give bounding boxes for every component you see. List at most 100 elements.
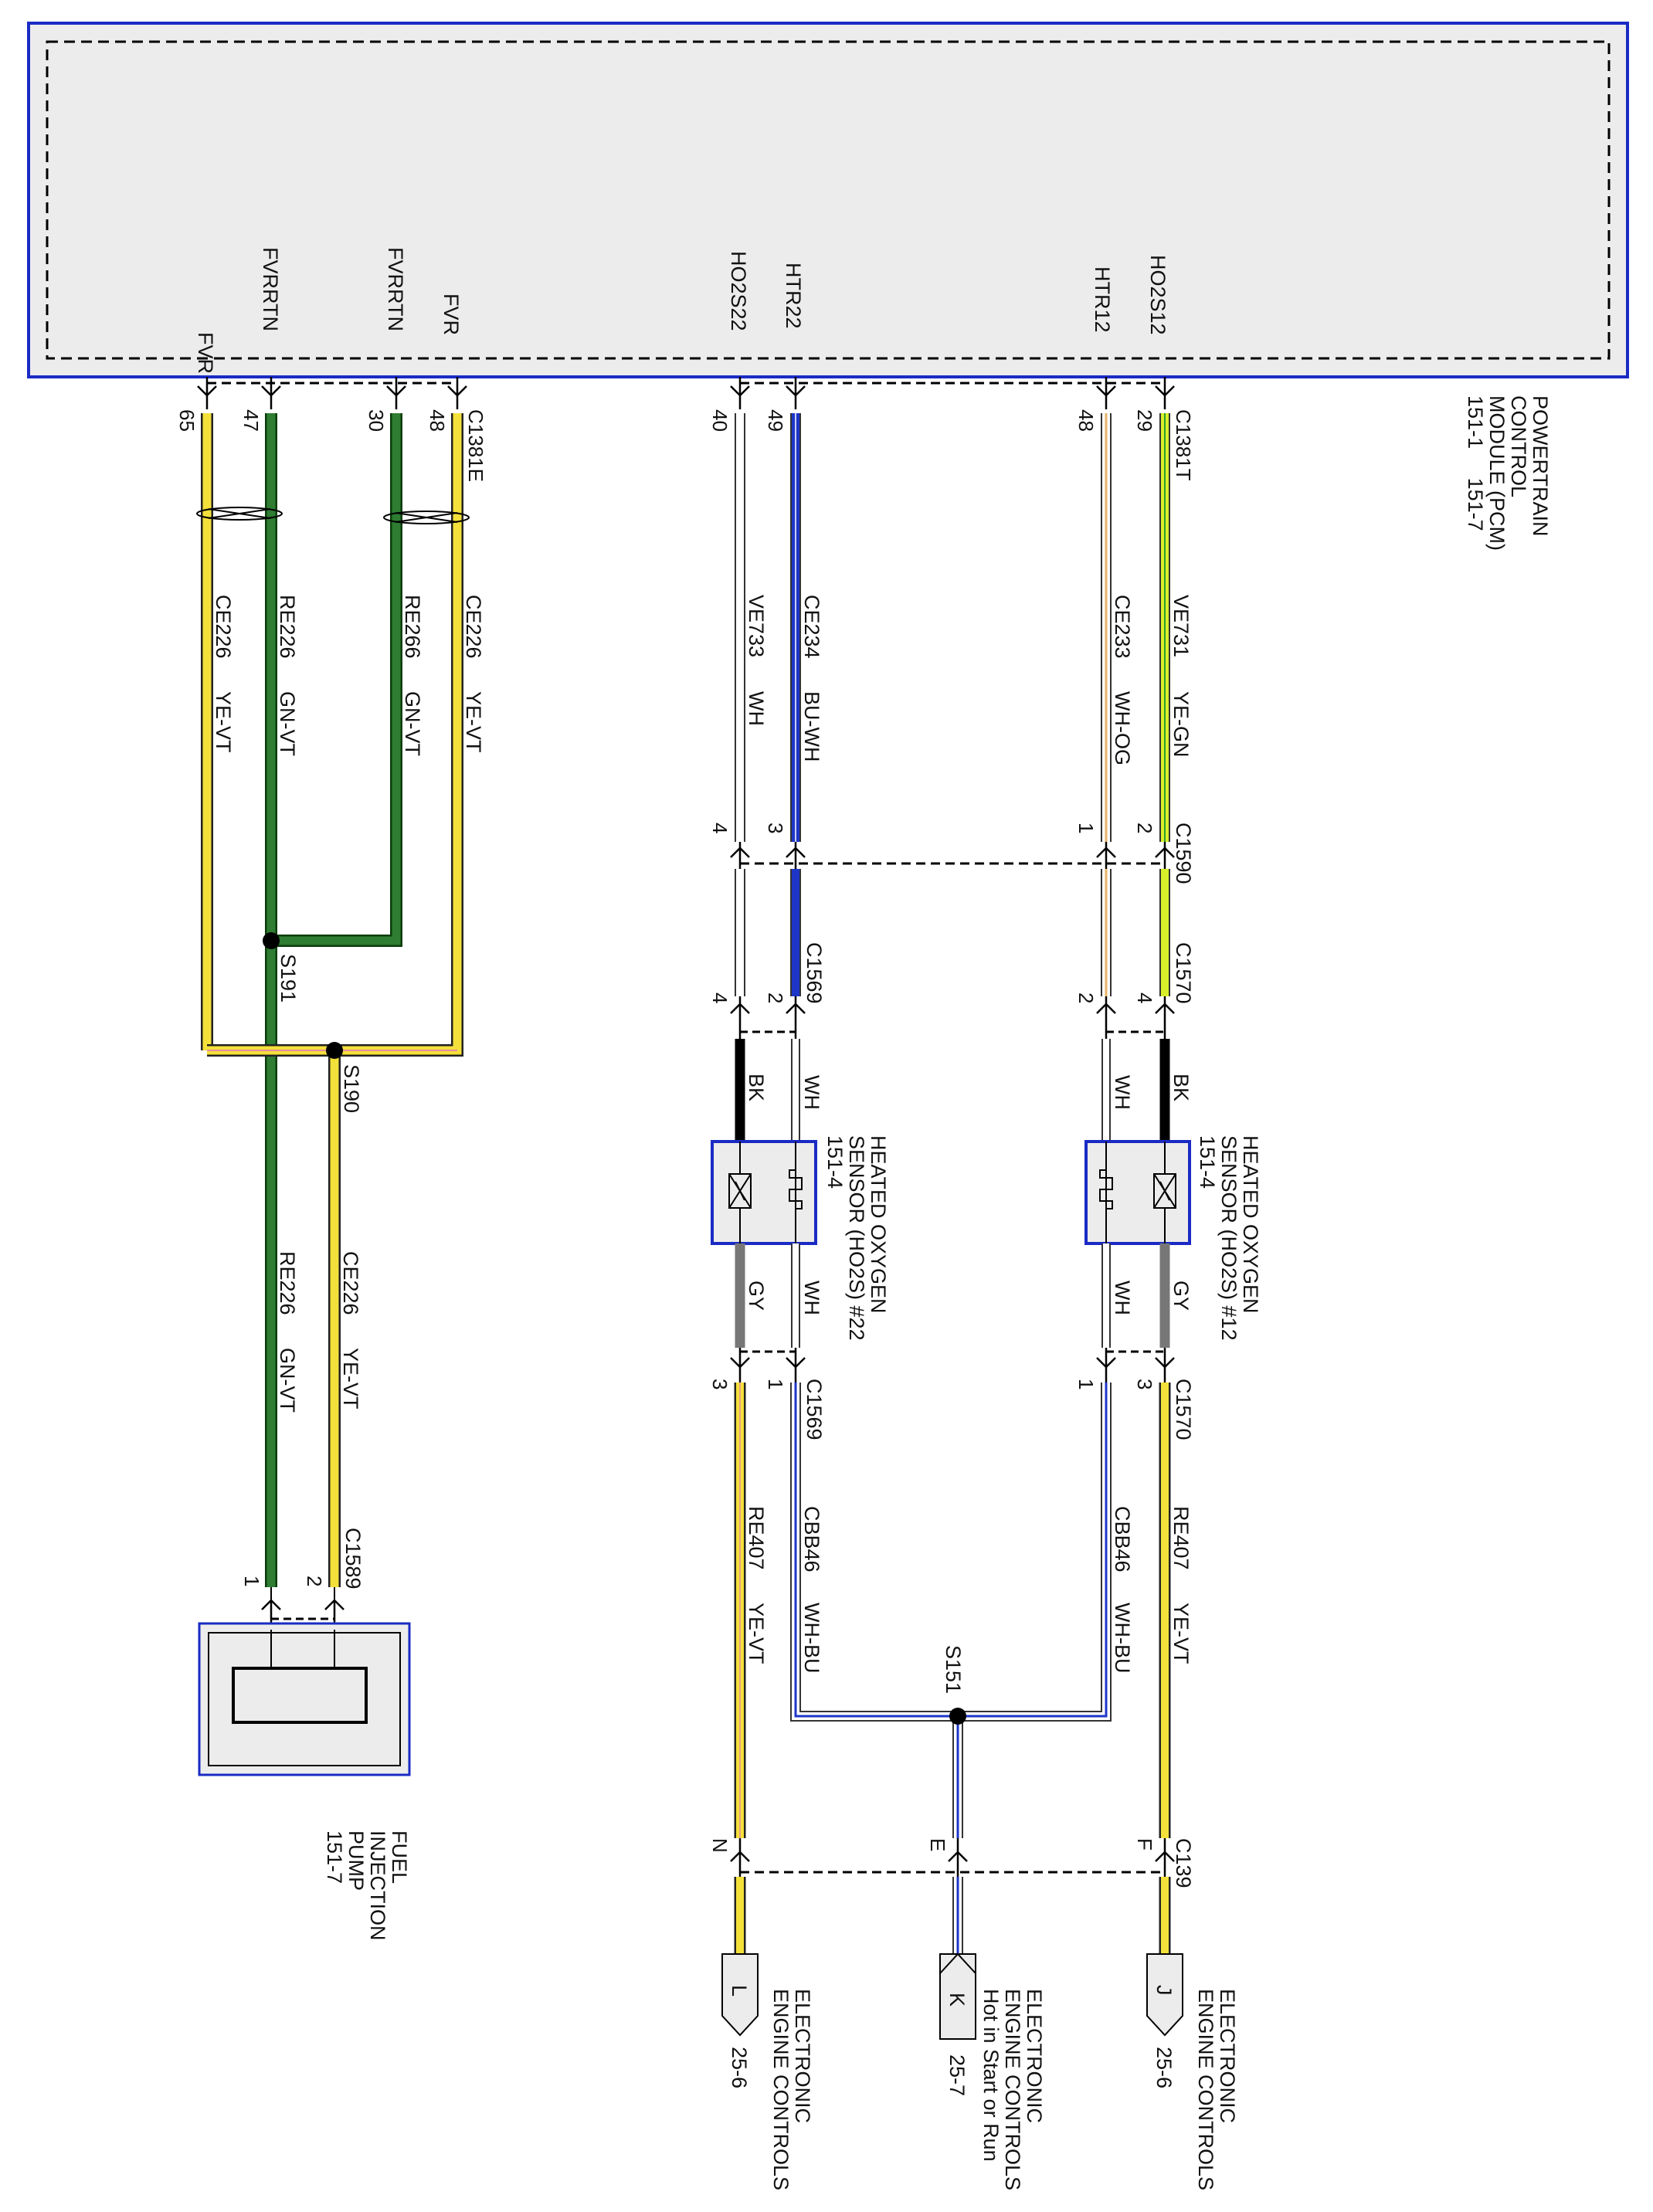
ho2s12-title-line-3: 151-4 [1196,1135,1219,1189]
wire-circuit-pump-fvr: CE226 [339,1251,362,1315]
ref-k-line-2: ENGINE CONTROLS [1001,1989,1024,2190]
connector-c139-group: N E F C139 [708,1838,1195,1954]
pcm-pin-numbers: 65 47 30 48 40 49 48 29 C1381E C1381T [175,409,1195,482]
pcm-module [27,22,1629,385]
connector-c1589: C1589 [341,1528,365,1589]
sensor-wires-top [735,413,1170,996]
left-wire-labels: CE226 YE-VT RE226 GN-VT RE266 GN-VT CE22… [212,595,485,1413]
pin-name-htr22: HTR22 [782,263,805,329]
wire-color-ho2s12: YE-GN [1169,691,1193,758]
connector-c1381e: C1381E [464,409,487,482]
ref-k: K 25-7 ELECTRONIC ENGINE CONTROLS Hot in… [939,1952,1046,2190]
sensor12-wh-bottom-label: WH [1111,1281,1134,1315]
pin-name-fvrrtn-2: FVRRTN [384,247,407,331]
pin-number-47: 47 [239,409,263,432]
sensor22-gy-label: GY [745,1281,768,1311]
wire-circuit-ho2s12: VE731 [1169,595,1193,657]
sensor22-wh-top-label: WH [800,1075,823,1110]
splice-s190 [326,1042,343,1059]
splice-s151 [949,1708,966,1725]
splice-s191-label: S191 [277,954,300,1003]
sensor-pigtails-top: BK WH WH BK [735,1039,1193,1142]
wire-color-left-pwr: WH-BU [800,1603,823,1673]
wire-circuit-fvrrtn2: RE266 [401,595,424,659]
lower-wires [734,1382,1171,1838]
ho2s22-title-line-2: SENSOR (HO2S) #22 [845,1135,868,1341]
sensor12-bk-label: BK [1169,1074,1193,1101]
pin-number-48-right: 48 [1074,409,1098,432]
wire-color-pump-rtn: GN-VT [276,1348,299,1413]
pcm-title-line-4: 151-1 151-7 [1464,395,1487,531]
wire-color-htr12: WH-OG [1111,691,1134,765]
ho2s12-title: HEATED OXYGEN SENSOR (HO2S) #12 151-4 [1196,1135,1262,1341]
wire-circuit-left-sig: RE407 [745,1506,768,1570]
c1569-top-pin-4: 4 [708,992,731,1003]
c1569-top-pin-2: 2 [764,992,787,1003]
wire-circuit-htr22: CE234 [800,595,823,659]
connector-c1569-top: C1569 [803,942,826,1004]
wire-circuit-ho2s22: VE733 [745,595,768,657]
pin-name-ho2s12: HO2S12 [1146,255,1169,335]
pcm-pin-arrows [197,377,1175,409]
c1569-bottom-pin-1: 1 [764,1379,787,1389]
sensor12-wh-top-label: WH [1111,1075,1134,1110]
wire-color-htr22: BU-WH [800,691,823,762]
connector-c1590: C1590 [1172,823,1195,884]
wire-color-ho2s22: WH [745,691,768,726]
ref-j-line-1: ELECTRONIC [1216,1989,1239,2123]
ref-l-page: 25-6 [728,2047,751,2088]
wire-circuit-pump-rtn: RE226 [276,1251,299,1315]
ho2s22-sensor [711,1140,817,1245]
ref-j-line-2: ENGINE CONTROLS [1194,1989,1217,2190]
pump-title-line-1: FUEL [388,1830,411,1884]
wire-color-right-pwr: WH-BU [1111,1603,1134,1673]
c139-pin-f: F [1133,1838,1156,1851]
c139-pin-n: N [708,1838,731,1853]
splice-s151-label: S151 [942,1645,965,1694]
c1590-pin-2: 2 [1133,823,1156,833]
pump-title: FUEL INJECTION PUMP 151-7 [323,1830,411,1941]
ref-j-letter: J [1152,1985,1176,1996]
c1589-pin-1: 1 [240,1576,263,1586]
left-wires [196,413,470,1587]
ho2s22-title: HEATED OXYGEN SENSOR (HO2S) #22 151-4 [823,1135,890,1341]
pin-name-ho2s22: HO2S22 [727,251,750,331]
c1570-top-pin-4: 4 [1133,992,1156,1003]
ref-l-line-1: ELECTRONIC [791,1989,814,2123]
ref-j-page: 25-6 [1152,2047,1176,2088]
pin-number-40: 40 [708,409,731,432]
pin-name-fvr-2: FVR [440,293,463,335]
ref-k-letter: K [945,1993,969,2007]
c1570-top-pin-2: 2 [1074,992,1098,1003]
c1570-bottom-pin-1: 1 [1074,1379,1098,1389]
wire-circuit-right-pwr: CBB46 [1111,1506,1134,1572]
sensor-pigtails-bottom: GY WH WH GY [735,1243,1193,1348]
pin-number-65: 65 [175,409,199,432]
wire-color-fvrrtn2: GN-VT [401,691,424,756]
connector-c1570-bottom: C1570 [1172,1379,1195,1440]
wire-color-fvr1: YE-VT [212,691,235,753]
ref-k-line-3: Hot in Start or Run [979,1989,1003,2162]
splice-s191 [263,932,280,949]
ho2s12-title-line-1: HEATED OXYGEN [1239,1135,1262,1314]
wire-circuit-htr12: CE233 [1111,595,1134,659]
wire-circuit-left-pwr: CBB46 [800,1506,823,1572]
c1589-pin-2: 2 [303,1576,326,1586]
pump-title-line-3: PUMP [345,1830,368,1891]
sensor22-bk-label: BK [745,1074,768,1101]
c1590-pin-4: 4 [708,823,731,833]
fuel-injection-pump: 1 2 C1589 [198,1528,411,1776]
connector-c1569-bottom: C1569 [803,1379,826,1440]
connector-c1381t: C1381T [1172,409,1195,481]
pin-number-48-left: 48 [426,409,449,432]
pump-title-line-2: INJECTION [366,1830,389,1941]
pin-name-htr12: HTR12 [1091,266,1114,333]
wire-circuit-fvr1: CE226 [212,595,235,659]
pin-name-fvrrtn-1: FVRRTN [259,247,282,331]
ref-k-line-1: ELECTRONIC [1023,1989,1046,2123]
c1570-bottom-pin-3: 3 [1133,1379,1156,1389]
ho2s12-title-line-2: SENSOR (HO2S) #12 [1217,1135,1241,1341]
wire-circuit-fvr2: CE226 [462,595,485,659]
c139-pin-e: E [926,1838,949,1851]
connector-c139: C139 [1172,1838,1195,1888]
